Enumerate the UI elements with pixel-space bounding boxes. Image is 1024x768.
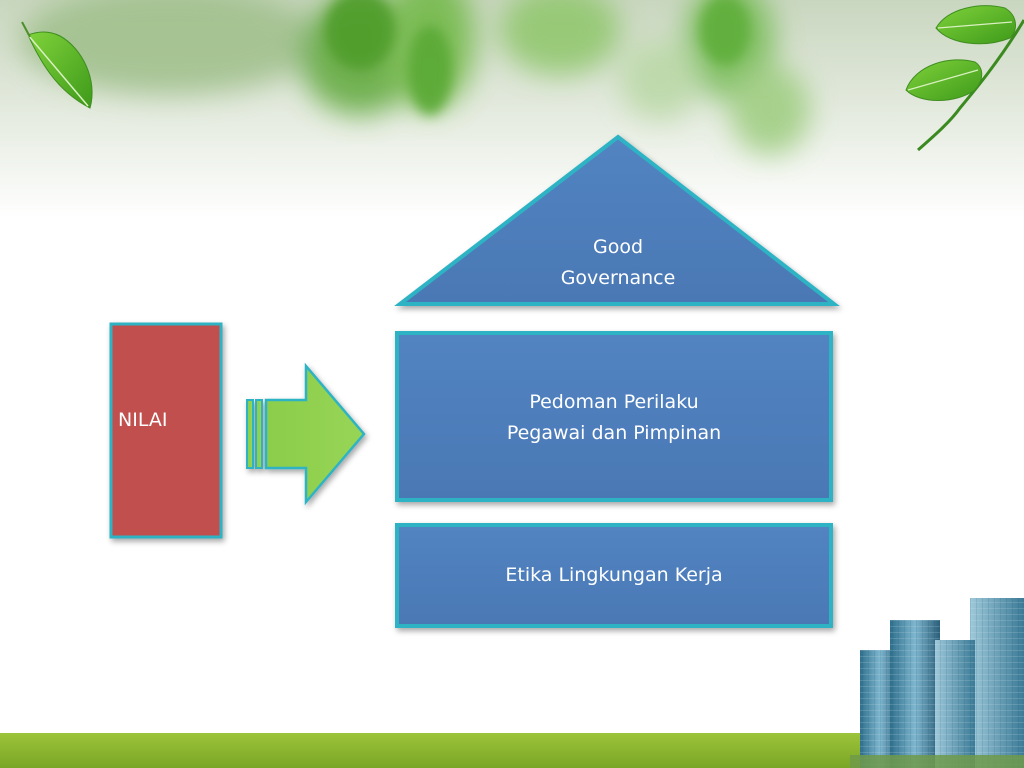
middle-block-line2: Pegawai dan Pimpinan <box>506 422 722 444</box>
leaf-banner <box>0 0 1024 218</box>
bottom-block-text: Etika Lingkungan Kerja <box>505 564 723 586</box>
roof-label-line1: Good <box>592 236 644 258</box>
roof-label-line2: Governance <box>560 267 676 289</box>
bottom-block <box>395 523 833 628</box>
building-icon <box>850 598 1024 768</box>
middle-block <box>395 331 833 502</box>
roof-label: Good Governance <box>518 232 718 294</box>
leaf-icon <box>905 5 1024 152</box>
value-box-text: NILAI <box>118 409 168 431</box>
arrow-icon <box>246 362 366 506</box>
middle-block-line1: Pedoman Perilaku <box>529 391 699 413</box>
value-box <box>109 322 223 539</box>
leaf-icon <box>21 21 93 109</box>
middle-block-label: Pedoman Perilaku Pegawai dan Pimpinan <box>414 387 814 449</box>
bottom-block-label: Etika Lingkungan Kerja <box>414 560 814 591</box>
value-box-label: NILAI <box>118 405 178 436</box>
roof-triangle <box>394 134 840 306</box>
